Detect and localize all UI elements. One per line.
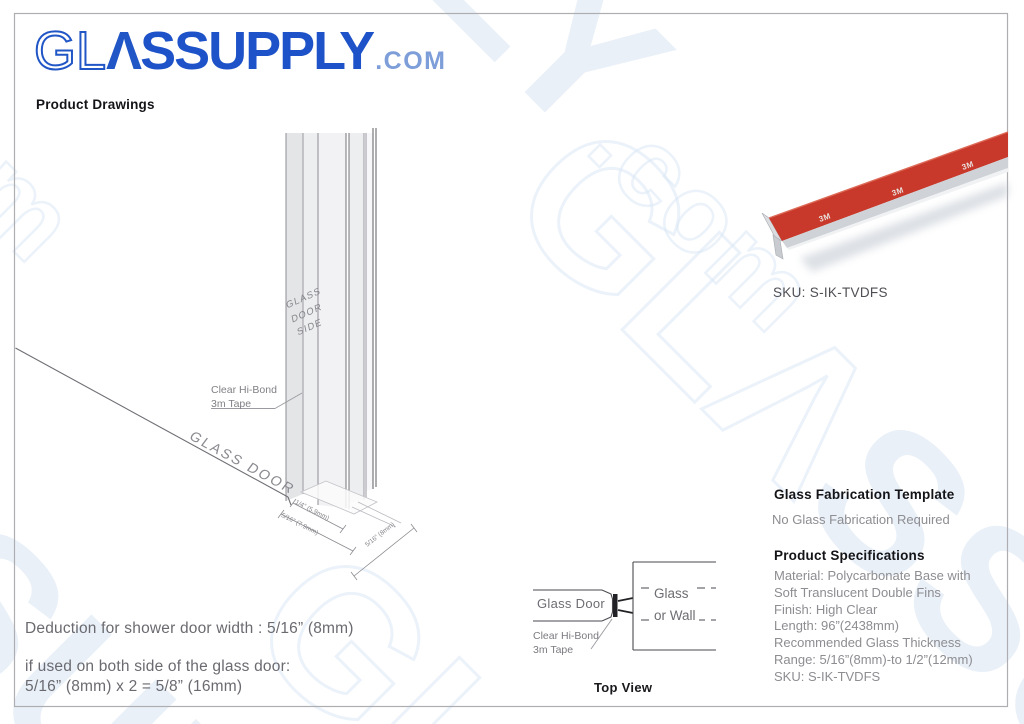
logo-stylized-a: Λ: [106, 21, 142, 81]
fabrication-template-title: Glass Fabrication Template: [774, 487, 955, 502]
spec-line: Length: 96”(2438mm): [774, 618, 900, 634]
top-view-title: Top View: [594, 680, 653, 695]
logo: GLΛSSUPPLY.COM: [33, 21, 447, 81]
spec-line: Range: 5/16”(8mm)-to 1/2”(12mm): [774, 651, 973, 667]
tape-label-line: 3m Tape: [211, 397, 252, 410]
logo-supply-part: SSUPPLY: [140, 21, 375, 81]
tape-label-line: Clear Hi-Bond: [211, 384, 277, 396]
tape-3m-mark: 3M: [961, 159, 975, 172]
top-view-tape-label-line: 3m Tape: [533, 644, 574, 657]
dimension-tape-width: 1/4” (5.9mm): [293, 499, 331, 523]
logo-tld: .COM: [375, 47, 447, 75]
spec-line: SKU: S-IK-TVDFS: [774, 668, 881, 684]
spec-line: Recommended Glass Thickness: [774, 635, 961, 651]
logo-glass-part: GL: [33, 21, 107, 81]
deduction-note-line3: 5/16” (8mm) x 2 = 5/8” (16mm): [25, 678, 243, 695]
glass-door-outline: [15, 347, 292, 506]
deduction-note-line2: if used on both side of the glass door:: [25, 658, 291, 675]
top-view-tape-label-line: Clear Hi-Bond: [533, 630, 599, 642]
tape-3m-mark: 3M: [891, 185, 905, 198]
top-view-wall-label-line: or Wall: [651, 605, 699, 628]
product-sku-label: SKU: S-IK-TVDFS: [773, 285, 888, 300]
top-view-tape: [613, 594, 618, 617]
top-view-wall-label-line: Glass: [651, 583, 692, 606]
deduction-note-line1: Deduction for shower door width : 5/16” …: [25, 620, 354, 637]
glass-door-side-label: GLASS DOOR SIDE: [270, 278, 343, 351]
top-view-tape-label: Clear Hi-Bond 3m Tape: [533, 629, 599, 657]
spec-line: Soft Translucent Double Fins: [774, 584, 941, 600]
top-view-fin: [617, 597, 634, 602]
tape-label: Clear Hi-Bond 3m Tape: [211, 384, 277, 411]
spec-line: Finish: High Clear: [774, 601, 878, 617]
top-view-glass-door-label: Glass Door: [537, 596, 606, 611]
product-specifications: Material: Polycarbonate Base with Soft T…: [774, 568, 973, 686]
glass-door-label: GLASS DOOR: [186, 428, 300, 498]
top-view-wall-label: Glass or Wall: [651, 583, 699, 628]
top-view-fin: [617, 609, 634, 614]
spec-line: Material: Polycarbonate Base with: [774, 568, 971, 583]
page-title: Product Drawings: [36, 97, 155, 112]
fabrication-note: No Glass Fabrication Required: [772, 512, 950, 527]
product-specifications-title: Product Specifications: [774, 548, 925, 563]
